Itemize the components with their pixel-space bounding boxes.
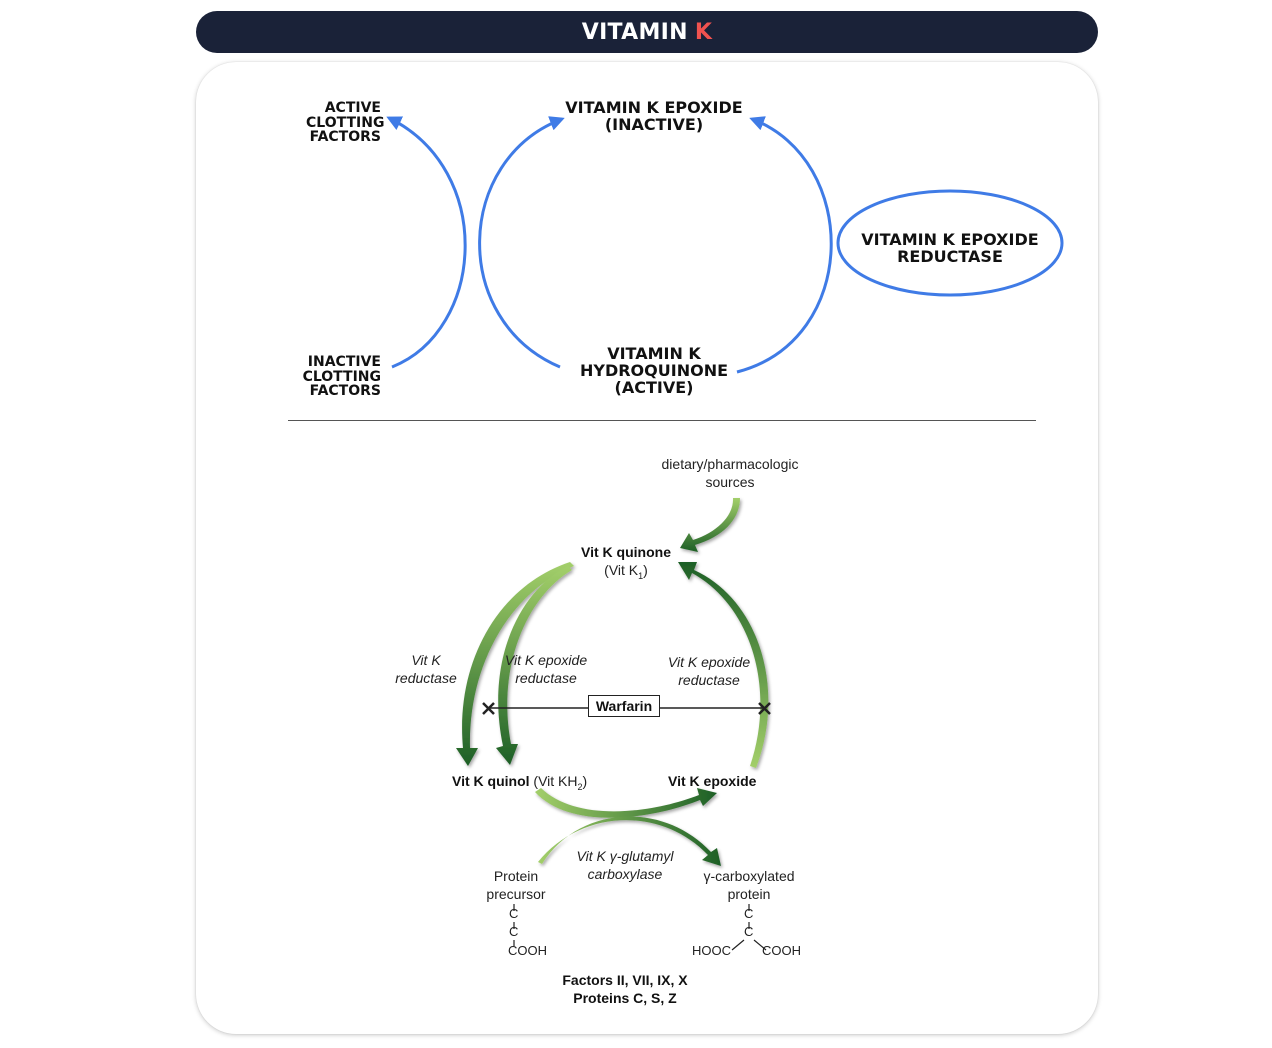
- quinone-formula: (Vit K1): [556, 561, 696, 582]
- label-line: reductase: [515, 670, 577, 687]
- arrow-epoxide-to-quinone: [678, 562, 769, 768]
- label-line: protein: [727, 886, 771, 903]
- quinone-name: Vit K quinone: [581, 544, 671, 560]
- label-line: REDUCTASE: [897, 246, 1003, 266]
- label-line: CLOTTING: [302, 368, 381, 385]
- arrow-hydroquinone-to-epoxide-right: [736, 116, 833, 374]
- content-card: [196, 62, 1098, 1034]
- vitamin-k-hydroquinone-label: VITAMIN K HYDROQUINONE (ACTIVE): [566, 344, 742, 397]
- label-line: (ACTIVE): [614, 377, 694, 397]
- title-accent: K: [694, 19, 713, 45]
- green-pathway-arrows: [456, 498, 769, 866]
- chem-c-4: C: [744, 924, 754, 939]
- label-line: CLOTTING: [306, 114, 385, 131]
- blue-cycle-arrows: [386, 116, 1064, 374]
- label-line: reductase: [395, 670, 457, 687]
- section-divider: [288, 420, 1036, 421]
- arrow-hydroquinone-to-epoxide: [478, 116, 565, 369]
- active-clotting-factors-label: ACTIVE CLOTTING FACTORS: [306, 100, 385, 146]
- label-line: INACTIVE: [307, 354, 381, 370]
- formula-suffix: ): [582, 773, 588, 789]
- label-line: carboxylase: [587, 866, 663, 883]
- inhibit-x-left-icon: [482, 702, 495, 715]
- label-line: sources: [705, 474, 755, 491]
- label-line: (INACTIVE): [604, 114, 704, 134]
- label-line: ACTIVE: [324, 100, 381, 116]
- vit-k-epoxide-reductase-left-label: Vit K epoxide reductase: [493, 651, 599, 687]
- arrow-epoxide-to-quinol-inner: [496, 566, 572, 765]
- label-line: VITAMIN K EPOXIDE: [565, 98, 743, 117]
- dietary-sources-label: dietary/pharmacologic sources: [640, 455, 820, 491]
- label-line: Vit K: [411, 652, 441, 668]
- label-line: Vit K γ-glutamyl: [576, 848, 674, 864]
- clotting-factors-caption: Factors II, VII, IX, X Proteins C, S, Z: [520, 971, 730, 1007]
- carboxylase-label: Vit K γ-glutamyl carboxylase: [560, 847, 690, 883]
- label-line: reductase: [678, 672, 740, 689]
- label-line: Vit K epoxide: [667, 654, 751, 670]
- formula-subscript: 2: [577, 781, 583, 792]
- label-line: VITAMIN K EPOXIDE: [861, 230, 1039, 249]
- formula-prefix: (Vit KH: [533, 773, 578, 789]
- label-line: Proteins C, S, Z: [573, 990, 677, 1007]
- label-line: FACTORS: [309, 383, 381, 400]
- warfarin-box: Warfarin: [588, 695, 660, 717]
- warfarin-inhibition-line: [482, 702, 771, 715]
- label-line: γ-carboxylated: [703, 868, 795, 884]
- inactive-clotting-factors-label: INACTIVE CLOTTING FACTORS: [296, 355, 381, 399]
- quinol-name: Vit K quinol: [452, 773, 530, 789]
- formula-prefix: (Vit K: [604, 562, 639, 579]
- arrow-quinol-to-epoxide: [535, 788, 717, 818]
- arrow-precursor-to-carboxylated: [538, 816, 721, 866]
- epoxide-name: Vit K epoxide: [668, 773, 757, 789]
- vit-k-quinone-label: Vit K quinone (Vit K1): [556, 543, 696, 583]
- title-text: VITAMIN: [581, 19, 688, 45]
- chem-cooh-left: COOH: [508, 943, 547, 958]
- protein-precursor-label: Protein precursor: [474, 867, 558, 903]
- formula-suffix: ): [643, 562, 648, 579]
- label-line: Factors II, VII, IX, X: [562, 972, 688, 988]
- vit-k-epoxide-label: Vit K epoxide: [668, 772, 778, 790]
- vit-k-epoxide-reductase-right-label: Vit K epoxide reductase: [656, 653, 762, 689]
- chem-c-2: C: [509, 924, 519, 939]
- formula-subscript: 1: [638, 570, 644, 581]
- vit-k-quinol-label: Vit K quinol (Vit KH2): [452, 772, 612, 793]
- arrow-dietary-to-quinone: [680, 498, 740, 552]
- reductase-enzyme-label: VITAMIN K EPOXIDE REDUCTASE: [850, 230, 1050, 266]
- reductase-ellipse: [836, 189, 1064, 297]
- label-line: dietary/pharmacologic: [661, 456, 799, 472]
- chem-bonds: [513, 904, 767, 951]
- label-line: FACTORS: [309, 129, 381, 146]
- chem-cooh-right: COOH: [762, 943, 801, 958]
- chem-hooc: HOOC: [692, 943, 731, 958]
- label-line: Vit K epoxide: [504, 652, 588, 668]
- carboxylated-protein-label: γ-carboxylated protein: [690, 867, 808, 903]
- label-line: Protein: [493, 868, 539, 884]
- label-line: precursor: [486, 886, 546, 903]
- vitamin-k-epoxide-label: VITAMIN K EPOXIDE (INACTIVE): [554, 98, 754, 134]
- label-line: HYDROQUINONE: [579, 360, 729, 380]
- vit-k-reductase-label: Vit K reductase: [386, 651, 466, 687]
- arrow-quinone-to-quinol-outer: [456, 562, 574, 766]
- inhibit-x-right-icon: [758, 702, 771, 715]
- chem-c-1: C: [509, 906, 519, 921]
- chem-c-3: C: [744, 906, 754, 921]
- label-line: VITAMIN K: [607, 344, 701, 363]
- arrow-inactive-to-active-clotting: [386, 116, 467, 369]
